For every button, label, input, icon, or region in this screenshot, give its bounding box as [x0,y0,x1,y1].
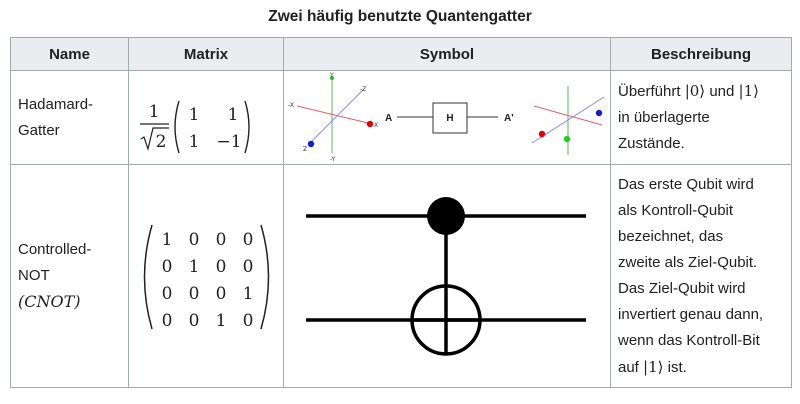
cnot-desc-line: als Kontroll-Qubit [618,201,734,219]
bloch-point-red-after [538,130,546,138]
cnot-right-paren [260,224,270,330]
cnot-matrix-cell-1-3: 0 [216,230,227,250]
hadamard-left-paren [174,100,180,154]
bloch-point-green-after [563,135,571,143]
hadamard-symbol-cell: Y -Y -X X -Z Z A H A' [283,70,611,165]
hadamard-desc-line3: Zustände. [618,135,685,152]
bloch-axes-after [531,86,605,155]
hadamard-symbol: Y -Y -X X -Z Z A H A' [288,72,605,163]
cnot-matrix-cell-3-2: 0 [189,284,200,304]
header-matrix: Matrix [128,37,284,71]
bloch-point-red [366,120,374,128]
hadamard-desc-text: Überführt [618,83,681,100]
hadamard-desc-and: und [709,83,735,100]
cnot-desc-line: Das Ziel-Qubit wird [618,279,746,297]
axis-label-neg-y: -Y [330,156,335,163]
quantum-gates-table: Name Matrix Symbol Beschreibung Hadamard… [10,37,792,388]
cnot-left-paren [143,224,153,330]
ket-1-cnot: |1⟩ [643,357,664,376]
cnot-matrix-cell-1-2: 0 [189,230,200,250]
cnot-desc-line: wenn das Kontroll-Bit [618,331,760,349]
circuit-input-label: A [385,113,392,124]
hadamard-matrix: 1 2 1 1 1 −1 [140,100,250,154]
bloch-axes-before: Y -Y -X X -Z Z [288,72,378,163]
cnot-matrix-cell-3-4: 1 [243,284,254,304]
hadamard-right-paren [244,100,250,154]
cnot-matrix-cell-2-4: 0 [243,257,254,277]
ket-1: |1⟩ [738,82,759,100]
cnot-description-cell: Das erste Qubit wird als Kontroll-Qubit be… [610,164,792,388]
cnot-matrix-cell-3-1: 0 [162,284,173,304]
hadamard-factor-denominator: 2 [156,132,167,152]
table-row-hadamard: Hadamard- Gatter 1 2 1 1 1 −1 [10,70,792,165]
cnot-matrix-cell-2-3: 0 [216,257,227,277]
header-description: Beschreibung [610,37,792,71]
cnot-desc-line: bezeichnet, das [618,227,724,245]
cnot-matrix-cell-4-2: 0 [189,311,200,331]
cnot-desc-line: Das erste Qubit wird [618,175,754,193]
hadamard-name-line2: Gatter [18,121,60,139]
cnot-matrix-cell-2-2: 1 [189,257,200,277]
bloch-point-blue-after [595,109,603,117]
hadamard-cell-21: 1 [189,132,200,152]
axis-label-y: Y [329,72,334,79]
cnot-symbol-cell [283,164,611,388]
ket-0: |0⟩ [684,82,706,100]
header-row: Name Matrix Symbol Beschreibung [10,37,792,71]
cnot-name-line1: Controlled- [18,240,92,258]
cnot-name-math: (CNOT) [18,291,81,311]
cnot-name-line2: NOT [18,266,50,284]
hadamard-desc-line2: in überlagerte [618,109,710,126]
cnot-desc-line: invertiert genau dann, [618,305,764,323]
axis-label-z: Z [303,146,307,153]
axis-label-neg-z: -Z [360,86,366,93]
control-dot [427,197,465,235]
cnot-matrix-cell-1-4: 0 [243,230,254,250]
cnot-matrix-cell-4-3: 1 [216,311,227,331]
cnot-matrix-cell-1-1: 1 [162,230,173,250]
hadamard-cell-11: 1 [189,105,200,125]
cnot-desc-line: zweite als Ziel-Qubit. [618,253,758,271]
header-symbol: Symbol [283,37,611,71]
hadamard-matrix-cell: 1 2 1 1 1 −1 [128,70,284,165]
table-caption: Zwei häufig benutzte Quantengatter [268,8,532,25]
circuit-output-label: A' [504,113,514,124]
bloch-point-green [330,76,334,80]
hadamard-gate-label: H [446,113,453,124]
cnot-name-cell: Controlled- NOT (CNOT) [10,164,129,388]
hadamard-description-cell: Überführt |0⟩ und |1⟩ in überlagerte Zus… [610,70,792,165]
cnot-description: Das erste Qubit wird als Kontroll-Qubit be… [618,172,784,354]
cnot-matrix-cell-2-1: 0 [162,257,173,277]
axis-label-x: X [374,122,378,129]
hadamard-name-cell: Hadamard- Gatter [10,70,129,165]
bloch-point-blue [307,140,315,148]
header-name: Name [10,37,129,71]
cnot-matrix-cell-3-3: 0 [216,284,227,304]
axis-label-neg-x: -X [288,102,294,109]
sqrt-sign [140,127,169,152]
hadamard-gate-box [432,102,468,134]
cnot-desc-last-pre: auf [618,358,639,376]
cnot-desc-last-post: ist. [667,358,687,376]
hadamard-cell-12: 1 [228,105,239,125]
hadamard-name-line1: Hadamard- [18,95,94,113]
hadamard-factor-numerator: 1 [149,102,160,122]
hadamard-cell-22: −1 [216,132,241,152]
cnot-matrix-cell-4-1: 0 [162,311,173,331]
hadamard-circuit: A H A' [385,102,514,134]
cnot-circuit-symbol [306,197,586,356]
cnot-matrix-cell-4-4: 0 [243,311,254,331]
